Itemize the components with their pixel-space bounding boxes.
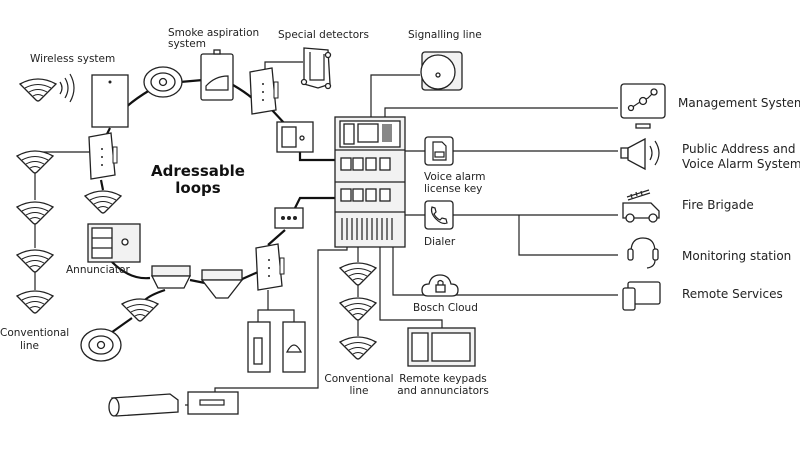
cloud-lock-icon bbox=[421, 274, 459, 297]
sounder-icon bbox=[420, 51, 463, 91]
conventional-detector-icon bbox=[339, 297, 377, 321]
monitoring-station-label: Monitoring station bbox=[682, 249, 791, 263]
interface-module-icon bbox=[88, 132, 118, 180]
remote-services-label: Remote Services bbox=[682, 287, 783, 301]
fire-truck-icon bbox=[622, 189, 660, 223]
round-detector-icon bbox=[80, 328, 122, 362]
manual-call-point-icon bbox=[276, 121, 314, 153]
management-system-icon bbox=[620, 83, 666, 129]
door-holder-icon bbox=[247, 321, 271, 373]
fire-brigade-label: Fire Brigade bbox=[682, 198, 754, 212]
conventional-detector-icon bbox=[339, 336, 377, 360]
wireless-signal-icon bbox=[59, 73, 75, 103]
voice-alarm-key-label-line2: license key bbox=[424, 183, 482, 195]
voice-alarm-license-key-icon bbox=[424, 136, 454, 166]
damper-control-icon bbox=[282, 321, 306, 373]
remote-devices-icon bbox=[622, 281, 661, 311]
loudspeaker-icon bbox=[620, 137, 660, 171]
remote-keypads-label: Remote keypads bbox=[399, 373, 486, 385]
remote-keypad-icon bbox=[407, 327, 476, 367]
signal-wiring bbox=[34, 61, 618, 406]
sounder-detector-icon bbox=[200, 269, 244, 299]
loop-detector-icon bbox=[121, 298, 159, 322]
conventional-detector-icon bbox=[16, 150, 54, 174]
addressable-loops-label: Adressable bbox=[151, 162, 245, 180]
smoke-aspiration-label-line2: system bbox=[168, 38, 206, 50]
wireless-gateway-icon bbox=[91, 74, 129, 128]
interface-module-icon bbox=[249, 67, 279, 115]
smoke-aspiration-label: Smoke aspiration bbox=[168, 27, 259, 39]
conventional-line-left-label-line2: line bbox=[20, 340, 39, 352]
loop-detector-icon bbox=[84, 190, 122, 214]
dialer-label: Dialer bbox=[424, 236, 456, 248]
conventional-detector-icon bbox=[339, 262, 377, 286]
dialer-phone-icon bbox=[424, 200, 454, 230]
voice-alarm-key-label: Voice alarm bbox=[424, 171, 485, 183]
remote-keypads-label-line2: and annunciators bbox=[397, 385, 489, 397]
video-interface-box-icon bbox=[187, 391, 239, 415]
input-module-icon bbox=[274, 207, 304, 229]
annunciator-label: Annunciator bbox=[66, 264, 130, 276]
wireless-detector-icon bbox=[19, 78, 57, 102]
public-address-label-line2: Voice Alarm System bbox=[682, 157, 800, 171]
headset-icon bbox=[627, 237, 659, 269]
conventional-detector-icon bbox=[16, 249, 54, 273]
management-system-label: Management System bbox=[678, 96, 800, 110]
interface-module-icon bbox=[255, 243, 285, 291]
sounder-detector-icon bbox=[150, 265, 192, 289]
smoke-aspiration-unit-icon bbox=[200, 49, 234, 101]
bosch-cloud-label: Bosch Cloud bbox=[413, 302, 478, 314]
conventional-line-bottom-label: Conventional bbox=[324, 373, 393, 385]
public-address-label: Public Address and bbox=[682, 142, 796, 156]
video-camera-icon bbox=[108, 393, 179, 417]
signalling-line-label: Signalling line bbox=[408, 29, 482, 41]
round-detector-icon bbox=[143, 66, 183, 98]
fire-control-panel bbox=[334, 116, 406, 248]
conventional-line-left-label: Conventional bbox=[0, 327, 69, 339]
special-detectors-label: Special detectors bbox=[278, 29, 369, 41]
conventional-detector-icon bbox=[16, 201, 54, 225]
conventional-detector-icon bbox=[16, 290, 54, 314]
wireless-system-label: Wireless system bbox=[30, 53, 115, 65]
special-detector-icon bbox=[300, 47, 332, 90]
annunciator-icon bbox=[87, 223, 141, 263]
addressable-loops-label-line2: loops bbox=[175, 179, 220, 197]
conventional-line-bottom-label-line2: line bbox=[350, 385, 369, 397]
